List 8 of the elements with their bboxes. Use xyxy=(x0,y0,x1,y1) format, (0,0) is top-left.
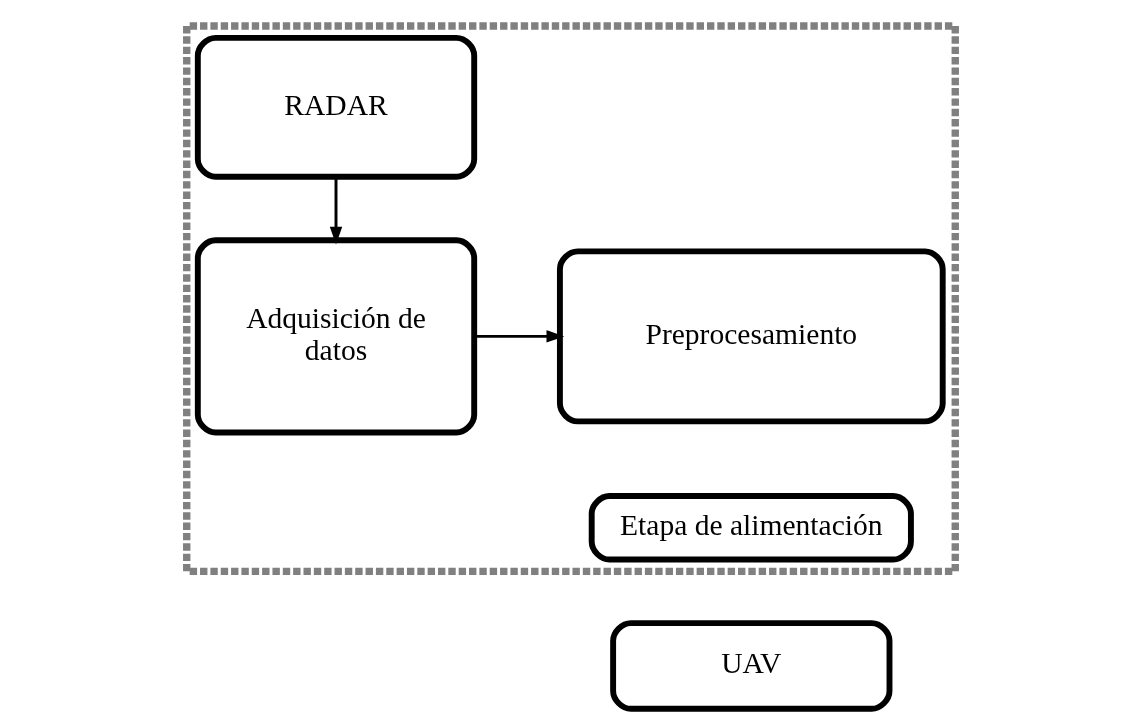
node-box: Etapa de alimentación xyxy=(588,493,914,563)
node-box: RADAR xyxy=(194,34,478,180)
arrow xyxy=(329,177,343,245)
node-box: Preprocesamiento xyxy=(556,248,946,425)
arrow xyxy=(474,330,565,343)
node-box: Adquisición de datos xyxy=(194,237,478,436)
cluster xyxy=(183,22,959,576)
node-box: UAV xyxy=(610,620,893,712)
